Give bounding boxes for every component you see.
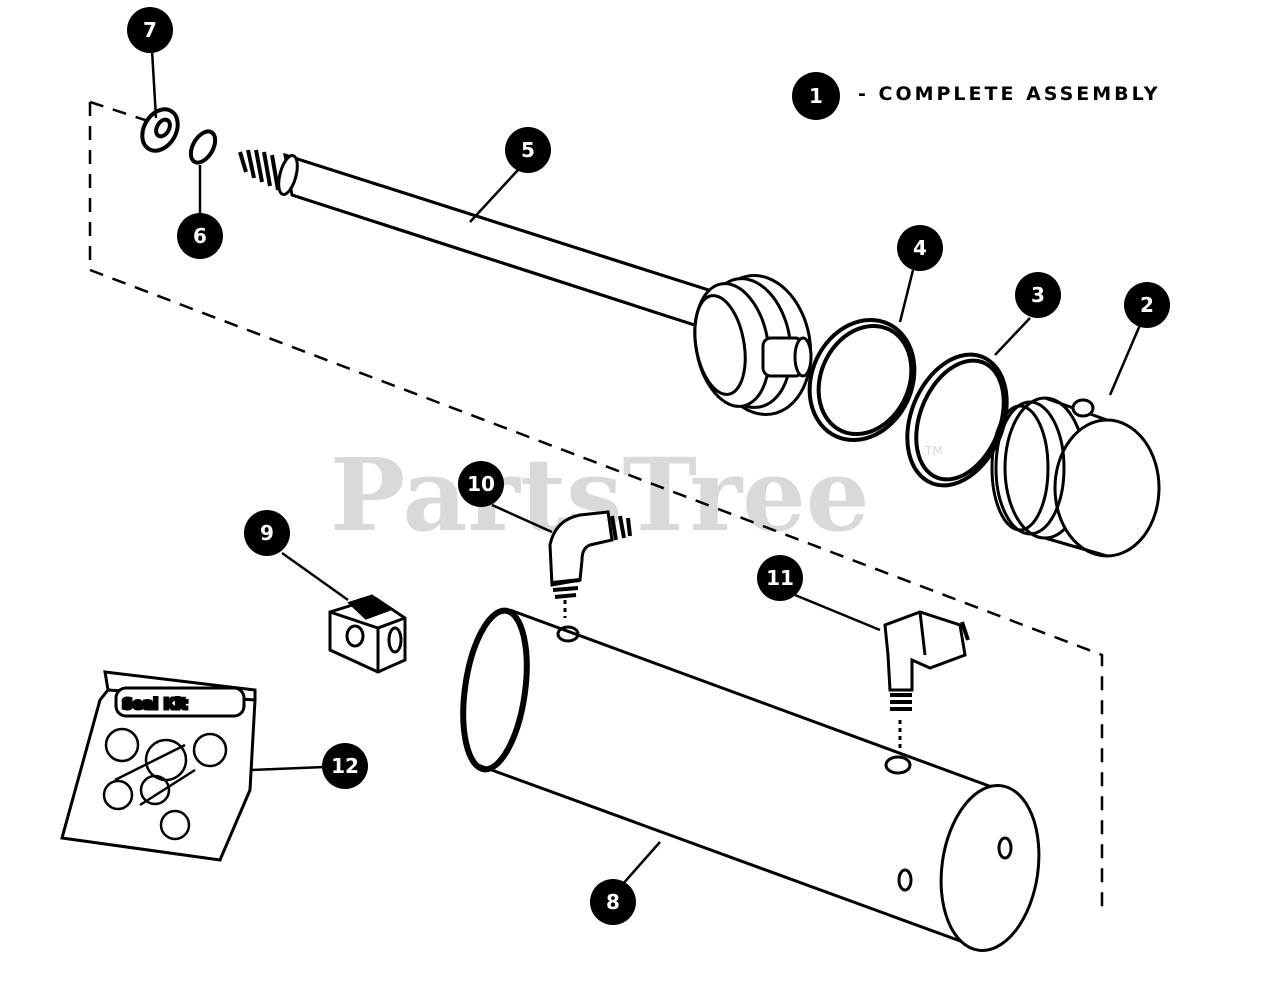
part-12-seal-kit: Seal Kit: [60, 670, 326, 862]
callout-3: 3: [1015, 272, 1061, 318]
legend-number: 1: [809, 84, 823, 108]
callout-9: 9: [244, 510, 290, 556]
legend-complete-assembly: 1 - COMPLETE ASSEMBLY: [792, 72, 1161, 120]
callout-8-label: 8: [606, 890, 620, 914]
callout-5-label: 5: [521, 138, 535, 162]
callout-11: 11: [757, 555, 803, 601]
part-8-barrel: [460, 607, 1041, 952]
callout-11-label: 11: [766, 566, 794, 590]
callout-8: 8: [590, 879, 636, 925]
part-4-seal: [807, 317, 917, 443]
callout-10: 10: [458, 461, 504, 507]
part-7-nut: [140, 107, 180, 153]
callout-5: 5: [505, 127, 551, 173]
part-9-block: [328, 594, 407, 674]
watermark-tm: TM: [924, 444, 943, 458]
callout-6-label: 6: [193, 224, 207, 248]
callout-9-label: 9: [260, 521, 274, 545]
part-2-gland: [990, 396, 1161, 558]
callout-12-label: 12: [331, 754, 359, 778]
part-11-fitting: [883, 610, 970, 750]
callout-4: 4: [897, 225, 943, 271]
callout-7: 7: [127, 7, 173, 53]
leader-lines: [150, 49, 1142, 886]
part-5-rod: [238, 149, 813, 416]
legend-text: - COMPLETE ASSEMBLY: [858, 83, 1161, 105]
seal-kit-label: Seal Kit: [122, 695, 187, 713]
callout-4-label: 4: [913, 236, 927, 260]
callout-12: 12: [322, 743, 368, 789]
callout-6: 6: [177, 213, 223, 259]
callout-2: 2: [1124, 282, 1170, 328]
part-6-o-ring: [188, 129, 218, 165]
callout-3-label: 3: [1031, 283, 1045, 307]
part-10-elbow: [548, 510, 632, 618]
callout-7-label: 7: [143, 18, 157, 42]
callout-2-label: 2: [1140, 293, 1154, 317]
callout-10-label: 10: [467, 472, 495, 496]
rod-thread: [238, 149, 280, 191]
